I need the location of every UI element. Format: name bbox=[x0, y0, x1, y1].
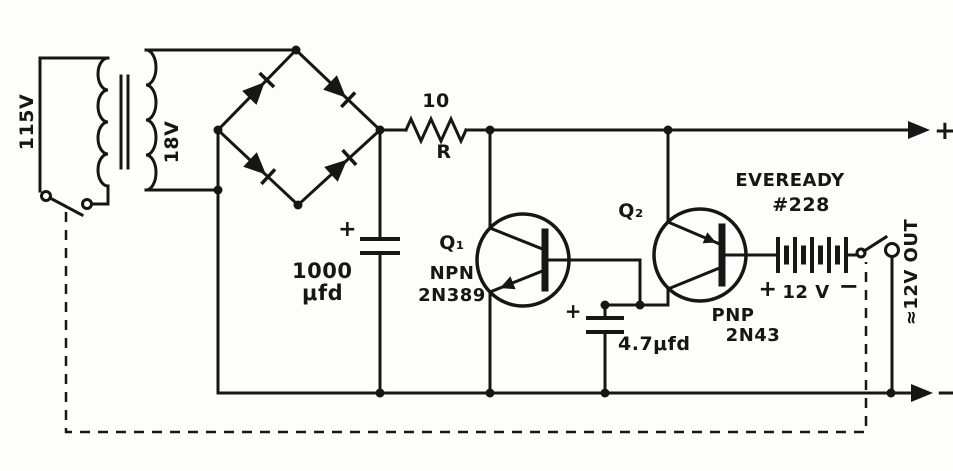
battery-model-label: #228 bbox=[772, 194, 830, 216]
diode bbox=[243, 152, 277, 186]
minus-arrow-icon bbox=[911, 384, 933, 402]
power-switch-blade bbox=[47, 195, 85, 218]
q1-emitter bbox=[488, 268, 547, 294]
diode bbox=[324, 148, 358, 182]
q2-emitter-arrow-icon bbox=[702, 232, 716, 244]
negative-rail bbox=[216, 128, 933, 402]
battery-long-plates bbox=[776, 237, 848, 273]
filter-capacitor bbox=[360, 128, 400, 395]
q1-emitter-arrow-icon bbox=[500, 276, 516, 290]
q2-part-label: 2N43 bbox=[726, 325, 781, 346]
filter-cap-unit-label: μfd bbox=[302, 281, 343, 305]
negative-rail-wire bbox=[216, 128, 913, 395]
mains-wire bbox=[38, 56, 110, 193]
q2-collector-wire bbox=[666, 265, 724, 307]
base-network bbox=[586, 258, 670, 395]
q2-ref-label: Q₂ bbox=[618, 200, 643, 222]
filter-cap-polarity-label: + bbox=[338, 217, 357, 242]
switch-to-primary-wire bbox=[89, 184, 110, 206]
switch-linkage-dashed-line bbox=[64, 212, 868, 434]
q2-type-label: PNP bbox=[712, 305, 755, 326]
power-switch-contact bbox=[81, 198, 93, 210]
primary-winding bbox=[96, 56, 110, 188]
secondary-winding bbox=[144, 48, 158, 192]
transistor-q1 bbox=[475, 128, 642, 395]
bypass-cap-polarity-label: + bbox=[565, 299, 582, 323]
bypass-cap-value-label: 4.7μfd bbox=[618, 333, 691, 355]
battery-voltage-label: 12 V bbox=[782, 282, 829, 303]
q1-part-label: 2N389 bbox=[418, 285, 486, 306]
plus-arrow-icon bbox=[908, 121, 930, 139]
battery bbox=[776, 237, 859, 273]
q1-ref-label: Q₁ bbox=[439, 232, 464, 254]
filter-cap-value-label: 1000 bbox=[292, 259, 352, 283]
battery-negative-label: − bbox=[839, 272, 860, 300]
transistor-q2 bbox=[652, 128, 780, 307]
q1-collector bbox=[488, 226, 547, 252]
output-negative-label: − bbox=[936, 378, 953, 408]
output-switch-blade bbox=[861, 234, 889, 254]
series-resistor bbox=[404, 115, 468, 145]
mains-voltage-label: 115V bbox=[16, 94, 38, 150]
output-positive-label: + bbox=[934, 116, 953, 146]
resistor-ref-label: R bbox=[436, 141, 451, 163]
resistor-value-label: 10 bbox=[422, 90, 449, 112]
junction-dots bbox=[213, 45, 896, 398]
mains-input bbox=[38, 56, 110, 218]
q1-type-label: NPN bbox=[430, 263, 475, 284]
bridge-rectifier bbox=[215, 47, 383, 208]
output-voltage-label: ≈12V OUT bbox=[901, 219, 922, 326]
base-link-wire bbox=[603, 258, 670, 307]
battery-positive-label: + bbox=[759, 277, 778, 302]
output-switch bbox=[855, 234, 900, 395]
battery-short-plates bbox=[784, 245, 840, 265]
bridge-diamond bbox=[215, 47, 383, 208]
diode bbox=[323, 75, 357, 109]
diode bbox=[242, 71, 276, 105]
transformer-core bbox=[119, 74, 130, 170]
output-jack bbox=[884, 242, 900, 258]
positive-rail bbox=[378, 115, 930, 145]
secondary-voltage-label: 18V bbox=[161, 121, 183, 164]
transformer bbox=[96, 48, 298, 192]
battery-brand-label: EVEREADY bbox=[735, 170, 845, 191]
